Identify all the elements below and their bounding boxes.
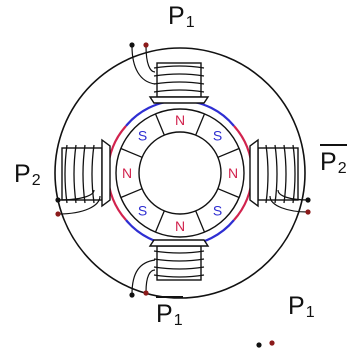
lead-left-b [57,195,101,215]
rotor [115,108,245,238]
rotor-pole-labels: N S N S N S N S [122,112,238,234]
coil-top [153,65,205,93]
terminal-corner-b [269,340,275,346]
rotor-pole-north: N [228,165,238,181]
terminal-right-a [305,197,311,203]
terminals [55,42,311,348]
terminal-right-b [305,209,311,215]
rotor-divider [217,188,240,199]
rotor-pole-north: N [122,165,132,181]
terminal-left-b [55,211,61,217]
rotor-divider [195,113,206,136]
lead-bottom-b [145,269,156,293]
lead-right-a [277,189,309,201]
pole-shoe-bottom [148,239,210,247]
rotor-divider [120,188,143,199]
lead-bottom-a [131,259,156,295]
rotor-pole-south: S [138,128,147,144]
rotor-pole-south: S [213,203,222,219]
pole-top [156,62,202,98]
terminal-left-a [55,197,61,203]
rotor-pole-north: N [175,218,185,234]
terminal-bottom-b [143,290,149,296]
lead-wires [57,45,309,295]
lead-left-a [57,189,95,201]
rotor-segment-dividers [120,113,240,233]
rotor-divider [154,210,165,233]
label-p2-left: P2 [14,160,41,189]
rotor-divider [154,113,165,136]
lead-top-b [145,45,156,73]
pole-bottom [156,245,202,281]
stator-outer-ring [54,47,306,299]
label-p1-corner: P1 [288,292,315,321]
terminal-top-a [129,42,135,48]
label-p1-bar-bottom: P1 [156,296,183,329]
rotor-inner-circle [138,131,222,215]
rotor-pole-south: S [213,128,222,144]
coil-left [64,144,95,204]
terminal-corner-a [256,342,262,348]
rotor-divider [195,210,206,233]
coil-right [265,144,296,204]
coil-bottom [153,250,205,278]
terminal-bottom-a [129,292,135,298]
lead-right-b [269,195,309,213]
pole-left [61,147,103,201]
pole-shoe-left [101,138,111,208]
coil-windings [64,65,296,278]
lead-top-a [131,45,156,85]
terminal-top-b [143,42,149,48]
label-p2-bar-right: P2 [320,144,347,177]
stator-poles [61,62,299,281]
rotor-divider [120,147,143,158]
pole-shoe-top [148,96,210,104]
rotor-pole-south: S [138,203,147,219]
pole-shoe-right [249,138,259,208]
label-p1-top: P1 [168,2,195,31]
rotor-divider [217,147,240,158]
rotor-pole-north: N [175,112,185,128]
